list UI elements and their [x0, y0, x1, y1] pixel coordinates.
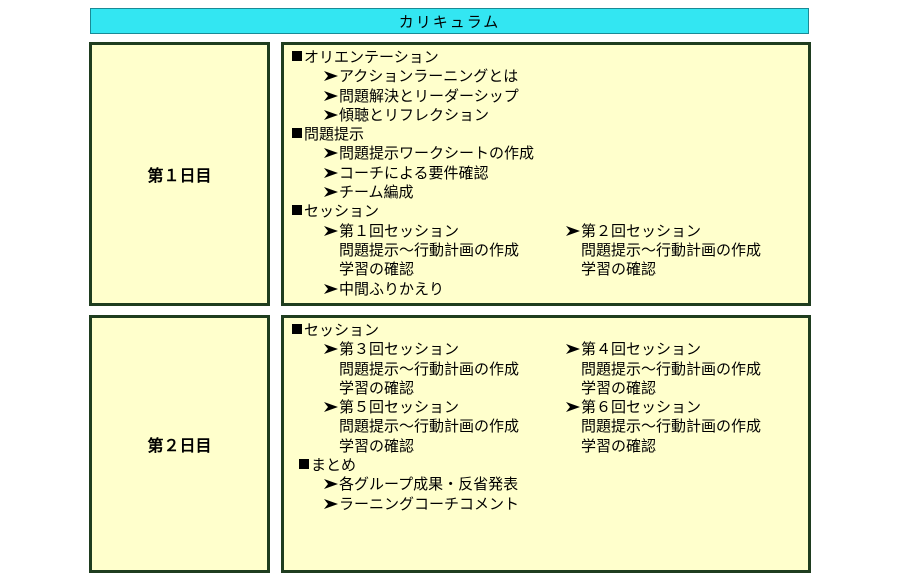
day2-content: セッション 第３回セッション 問題提示～行動計画の作成 学習の確認 第４回セッシ… — [284, 318, 808, 514]
session-pair: 第５回セッション 問題提示～行動計画の作成 学習の確認 第６回セッション 問題提… — [292, 398, 808, 456]
session-detail: 学習の確認 — [581, 260, 657, 279]
day2-label-box: 第２日目 — [89, 315, 270, 573]
arrowhead-bullet-icon — [324, 225, 338, 236]
curriculum-title: カリキュラム — [90, 8, 809, 34]
list-item: コーチによる要件確認 — [292, 164, 808, 183]
list-item: 各グループ成果・反省発表 — [292, 475, 808, 494]
session-detail: 問題提示～行動計画の作成 — [339, 417, 520, 436]
session-title: 第５回セッション — [339, 398, 460, 417]
session-title: 第６回セッション — [581, 398, 702, 417]
arrowhead-bullet-icon — [324, 187, 338, 198]
square-bullet-icon — [299, 459, 309, 470]
arrowhead-bullet-icon — [324, 90, 338, 101]
session-detail: 学習の確認 — [339, 260, 415, 279]
session-detail: 学習の確認 — [581, 378, 657, 397]
arrowhead-bullet-icon — [324, 167, 338, 178]
session-detail: 学習の確認 — [339, 436, 415, 455]
curriculum-title-text: カリキュラム — [398, 12, 501, 31]
session-detail: 学習の確認 — [339, 378, 415, 397]
session-title: 第２回セッション — [581, 221, 702, 240]
session-heading: セッション — [292, 321, 808, 340]
arrowhead-bullet-icon — [324, 71, 338, 82]
list-item: 傾聴とリフレクション — [292, 106, 808, 125]
square-bullet-icon — [292, 128, 302, 139]
arrowhead-bullet-icon — [324, 148, 338, 159]
arrowhead-bullet-icon — [324, 479, 338, 490]
arrowhead-bullet-icon — [324, 283, 338, 294]
session-2: 第２回セッション 問題提示～行動計画の作成 学習の確認 — [566, 222, 808, 280]
square-bullet-icon — [292, 205, 302, 216]
day1-label-box: 第１日目 — [89, 42, 270, 306]
day1-content-box: オリエンテーション アクションラーニングとは 問題解決とリーダーシップ 傾聴とリ… — [281, 42, 811, 306]
session-5: 第５回セッション 問題提示～行動計画の作成 学習の確認 — [324, 398, 566, 456]
session-detail: 学習の確認 — [581, 436, 657, 455]
session-title: 第３回セッション — [339, 340, 460, 359]
list-item: 問題提示ワークシートの作成 — [292, 144, 808, 163]
session-heading: セッション — [292, 202, 808, 221]
list-item: アクションラーニングとは — [292, 67, 808, 86]
square-bullet-icon — [292, 51, 302, 61]
session-title: 第１回セッション — [339, 221, 460, 240]
session-detail: 問題提示～行動計画の作成 — [581, 240, 762, 259]
session-3: 第３回セッション 問題提示～行動計画の作成 学習の確認 — [324, 340, 566, 398]
session-title: 第４回セッション — [581, 340, 702, 359]
arrowhead-bullet-icon — [324, 402, 338, 413]
day2-content-box: セッション 第３回セッション 問題提示～行動計画の作成 学習の確認 第４回セッシ… — [281, 315, 811, 573]
session-detail: 問題提示～行動計画の作成 — [339, 359, 520, 378]
list-item: 中間ふりかえり — [292, 280, 808, 299]
arrowhead-bullet-icon — [566, 225, 580, 236]
day2-label: 第２日目 — [147, 436, 212, 455]
session-4: 第４回セッション 問題提示～行動計画の作成 学習の確認 — [566, 340, 808, 398]
orientation-heading: オリエンテーション — [292, 48, 808, 67]
session-pair: 第３回セッション 問題提示～行動計画の作成 学習の確認 第４回セッション 問題提… — [292, 340, 808, 398]
arrowhead-bullet-icon — [566, 344, 580, 355]
arrowhead-bullet-icon — [324, 344, 338, 355]
session-1: 第１回セッション 問題提示～行動計画の作成 学習の確認 — [324, 222, 566, 280]
day1-content: オリエンテーション アクションラーニングとは 問題解決とリーダーシップ 傾聴とリ… — [284, 45, 808, 299]
session-detail: 問題提示～行動計画の作成 — [581, 417, 762, 436]
session-pair: 第１回セッション 問題提示～行動計画の作成 学習の確認 第２回セッション 問題提… — [292, 222, 808, 280]
session-detail: 問題提示～行動計画の作成 — [581, 359, 762, 378]
list-item: ラーニングコーチコメント — [292, 495, 808, 514]
day1-label: 第１日目 — [147, 166, 212, 185]
summary-heading: まとめ — [292, 456, 808, 475]
arrowhead-bullet-icon — [566, 402, 580, 413]
square-bullet-icon — [292, 324, 302, 334]
session-detail: 問題提示～行動計画の作成 — [339, 240, 520, 259]
arrowhead-bullet-icon — [324, 498, 338, 509]
list-item: チーム編成 — [292, 183, 808, 202]
arrowhead-bullet-icon — [324, 109, 338, 120]
session-6: 第６回セッション 問題提示～行動計画の作成 学習の確認 — [566, 398, 808, 456]
problem-heading: 問題提示 — [292, 125, 808, 144]
list-item: 問題解決とリーダーシップ — [292, 87, 808, 106]
